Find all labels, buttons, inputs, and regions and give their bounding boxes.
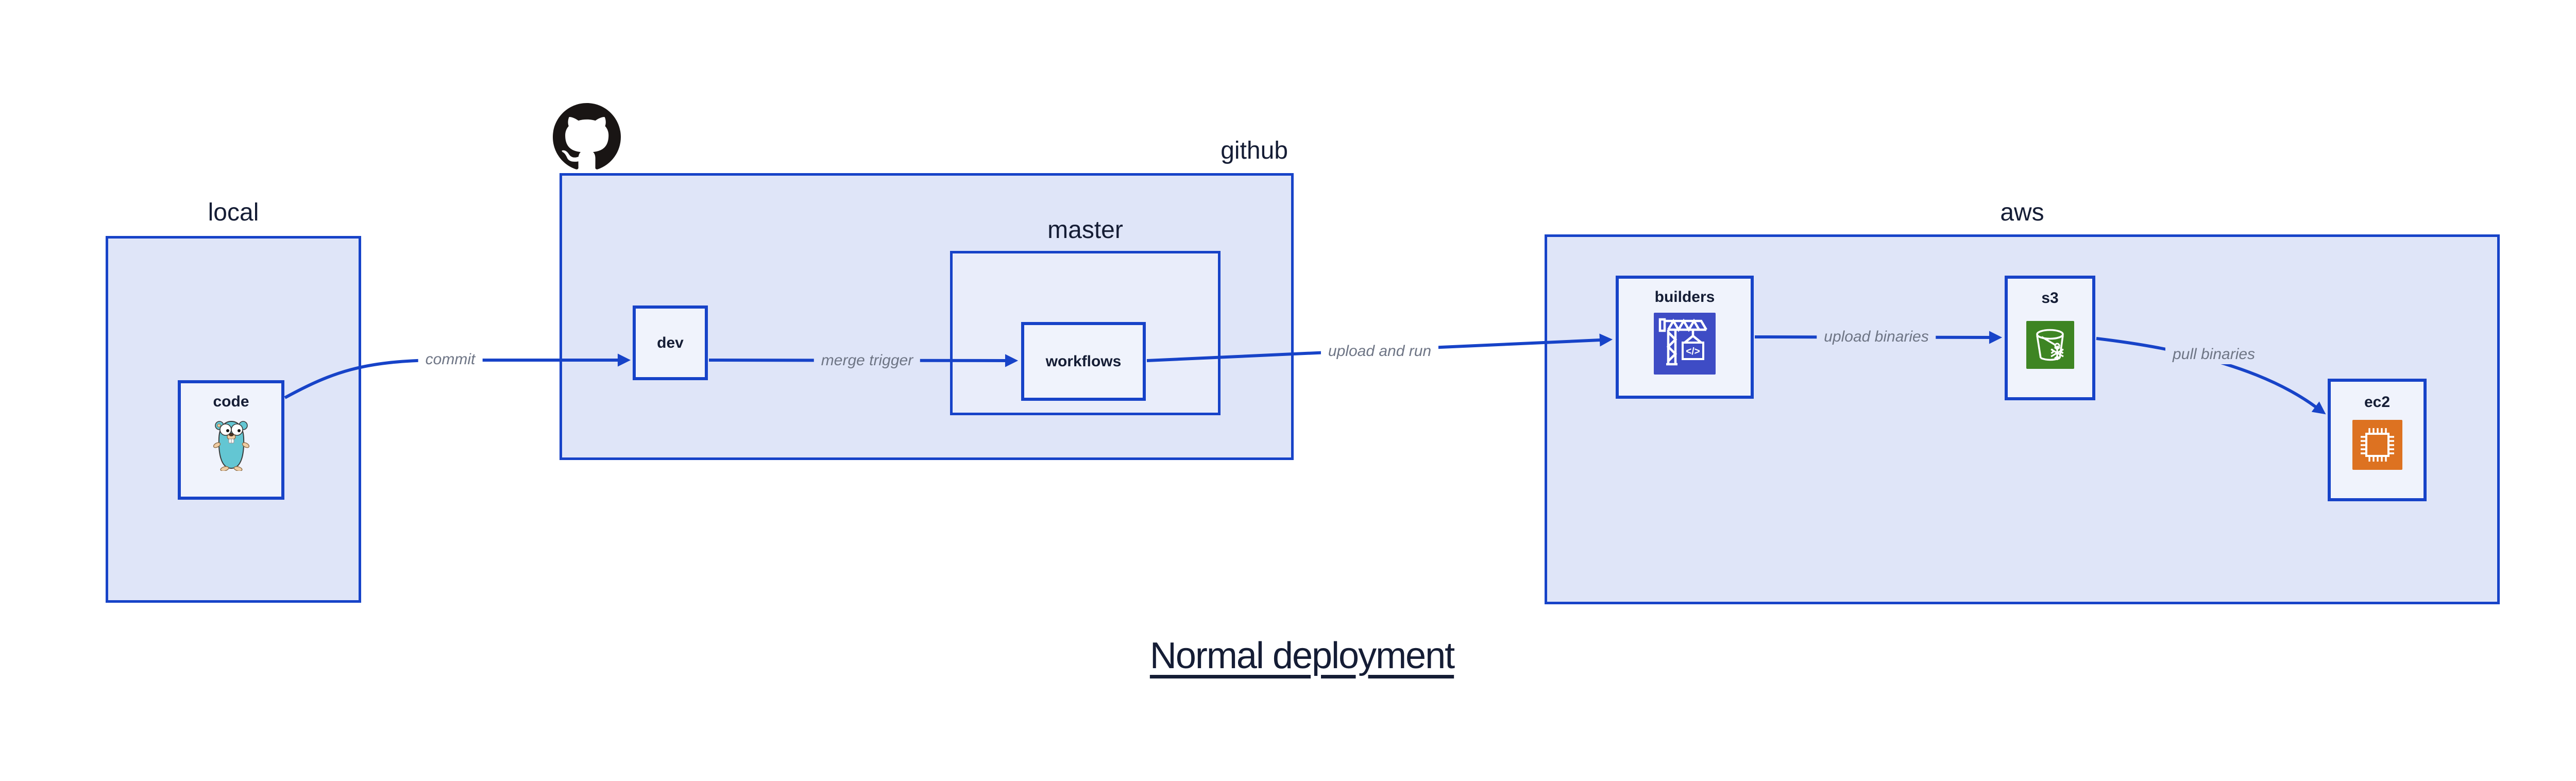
code-brackets-glyph: </> [1686, 346, 1700, 357]
diagram-title: Normal deployment [0, 635, 2576, 677]
go-gopher-icon [213, 418, 250, 472]
codebuild-crane-icon: </> [1654, 313, 1716, 375]
node-label-code: code [213, 393, 249, 410]
container-label-aws: aws [2000, 199, 2044, 226]
node-s3: s3 [2005, 276, 2095, 400]
container-label-github: github [1221, 137, 1288, 164]
container-label-local: local [208, 199, 259, 226]
edge-label-pull-binaries: pull binaries [2165, 345, 2263, 364]
ec2-chip-icon [2352, 420, 2402, 470]
diagram-title-text: Normal deployment [1149, 635, 1455, 676]
s3-glacier-bucket-icon [2026, 321, 2074, 369]
node-label-s3: s3 [2041, 290, 2059, 307]
node-label-ec2: ec2 [2364, 394, 2391, 411]
github-octocat-icon [553, 103, 621, 171]
node-label-dev: dev [657, 334, 684, 351]
edge-label-commit: commit [418, 350, 483, 369]
node-label-builders: builders [1654, 288, 1715, 305]
edge-label-upload-and-run: upload and run [1320, 342, 1439, 361]
node-code: code [178, 380, 284, 500]
node-builders: builders </> [1616, 276, 1754, 399]
node-workflows: workflows [1021, 322, 1146, 401]
node-label-workflows: workflows [1045, 352, 1122, 370]
container-label-master: master [1047, 216, 1123, 244]
node-dev: dev [633, 305, 708, 380]
edge-label-merge-trigger: merge trigger [814, 351, 921, 370]
node-ec2: ec2 [2328, 379, 2427, 501]
edge-label-upload-binaries: upload binaries [1817, 327, 1936, 347]
